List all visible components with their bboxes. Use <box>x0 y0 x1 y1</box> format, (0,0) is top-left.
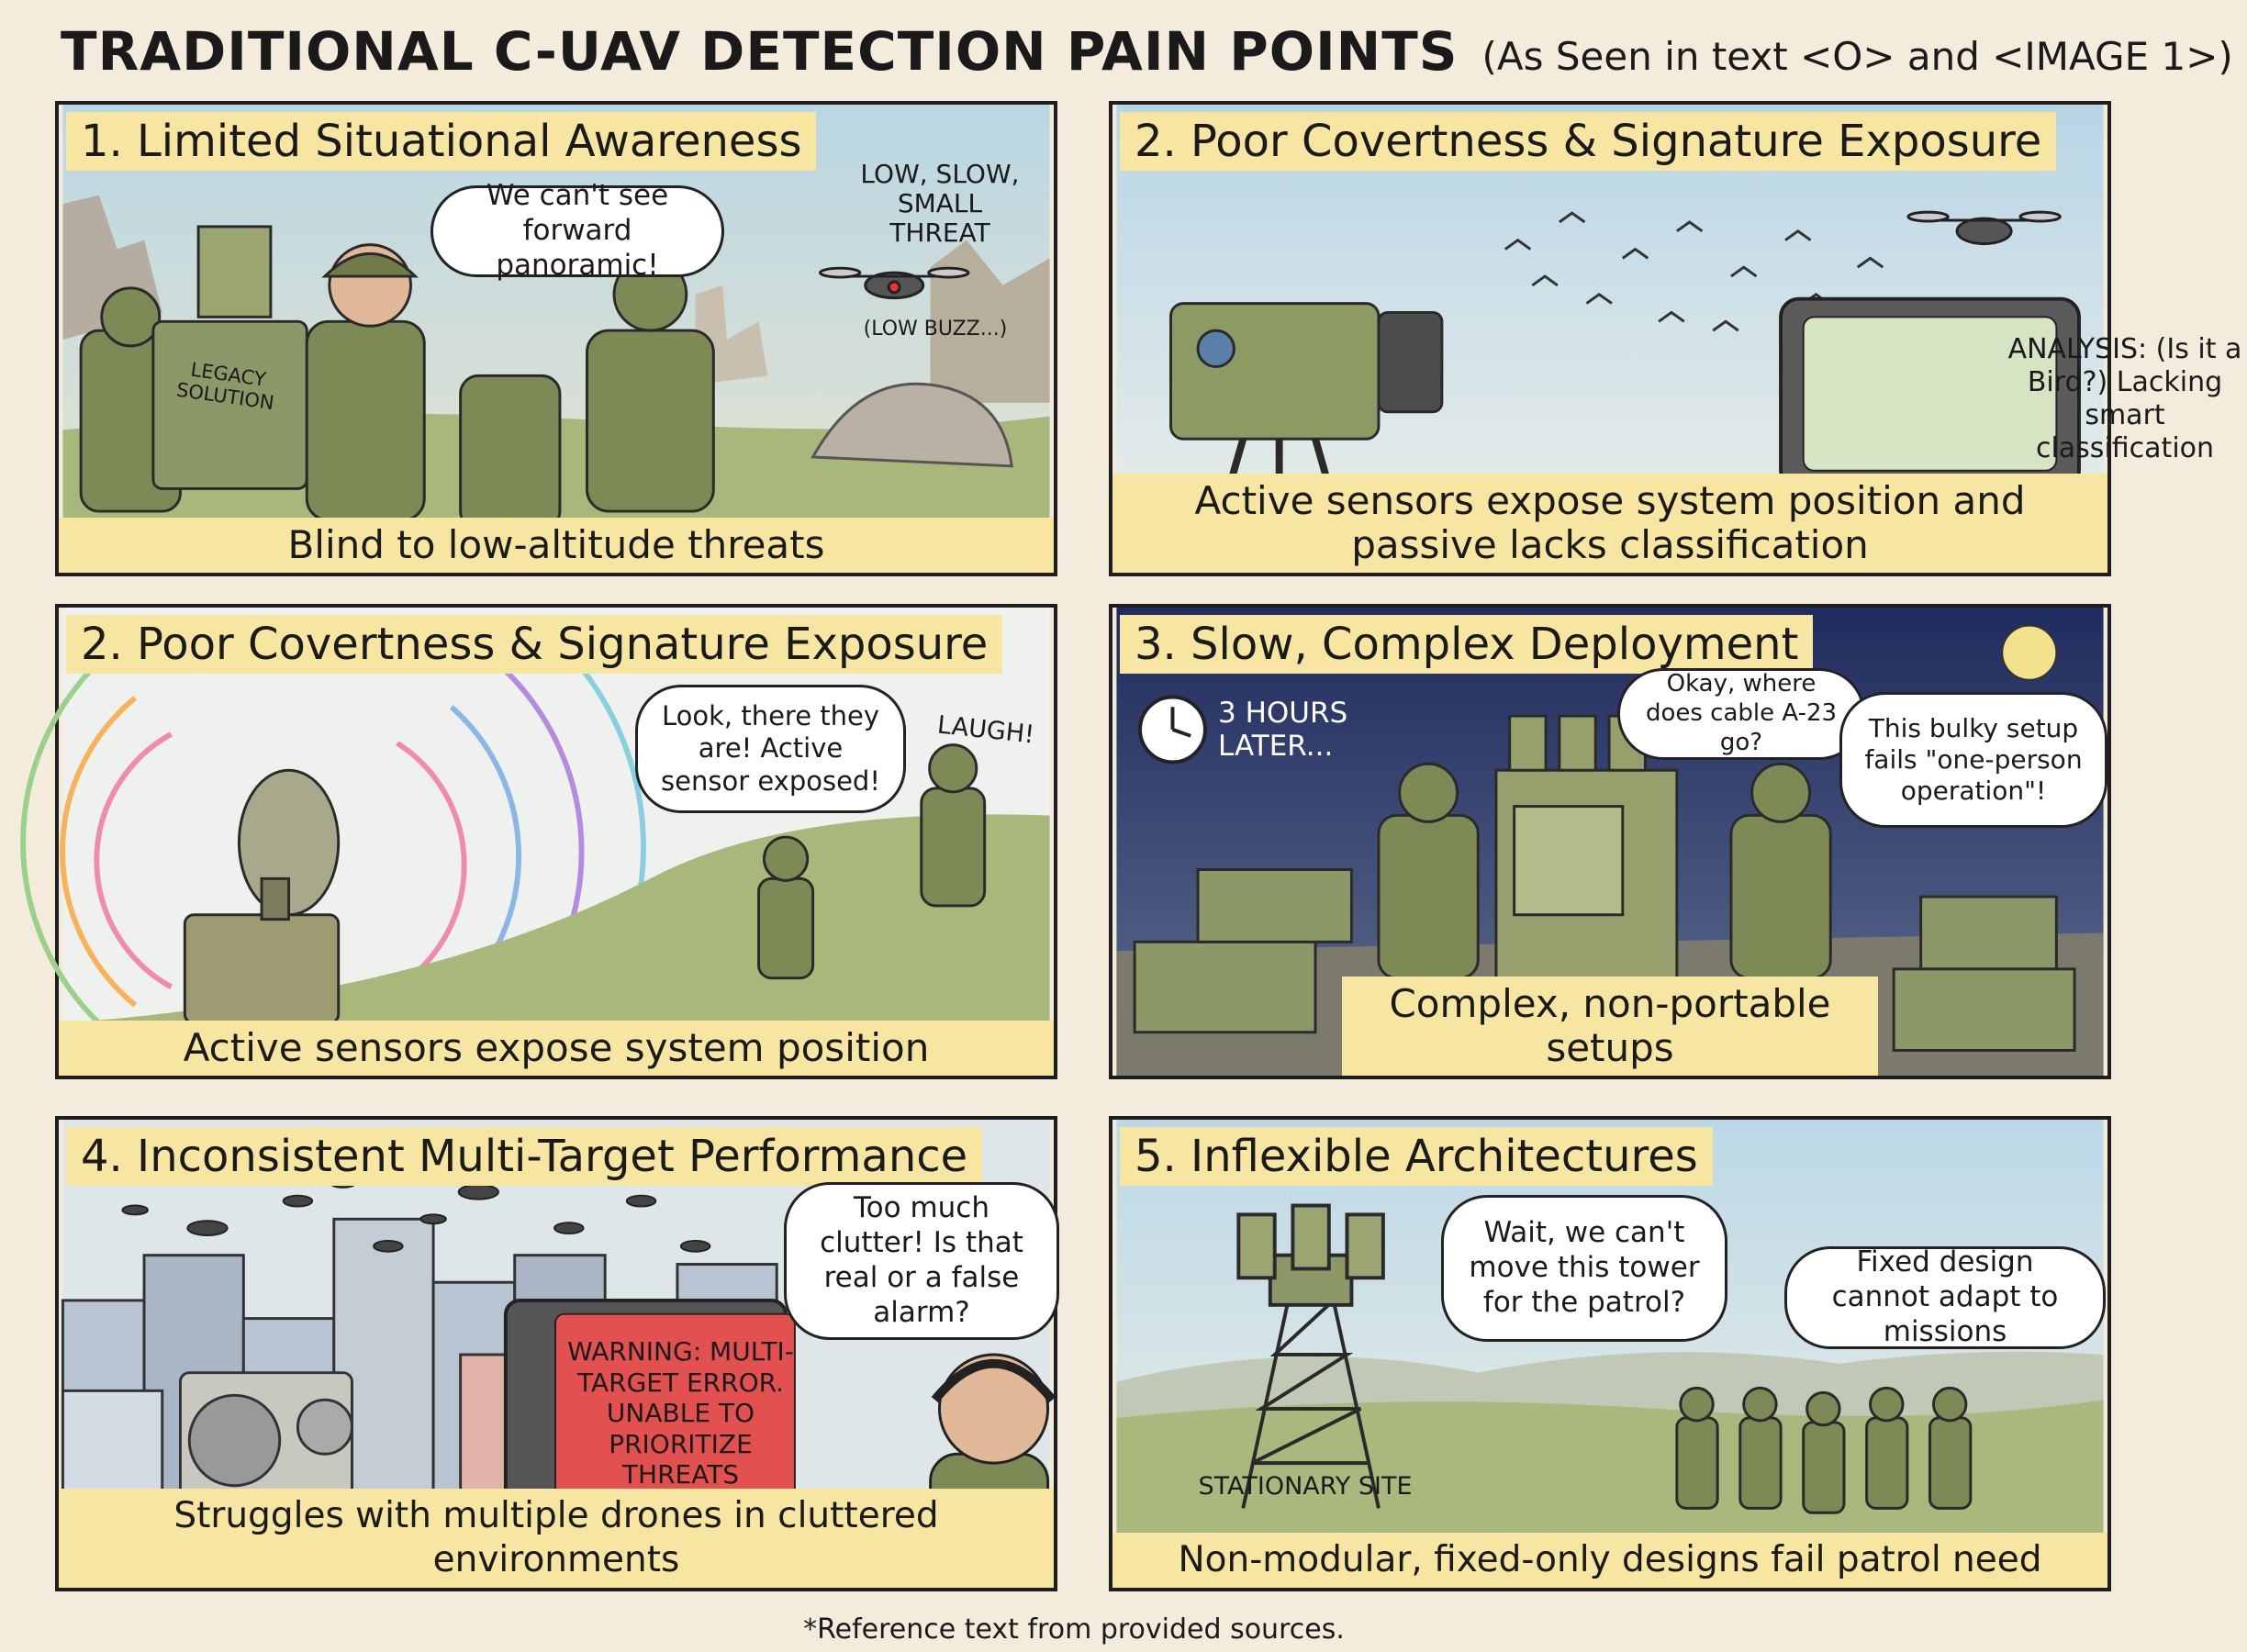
binocular-soldier <box>920 743 987 908</box>
speech-bubble: We can't see forward panoramic! <box>430 179 724 282</box>
panel-situational-awareness: 1. Limited Situational Awareness We can'… <box>55 101 1057 576</box>
panel-2-title: 2. Poor Covertness & Signature Exposure <box>1120 112 2057 171</box>
panel-slow-deployment: 3. Slow, Complex Deployment 3 HOURS LATE… <box>1109 604 2111 1079</box>
speech-bubble: Too much clutter! Is that real or a fals… <box>784 1182 1059 1340</box>
panel-1-caption: Blind to low-altitude threats <box>59 518 1054 573</box>
page-title: TRADITIONAL C-UAV DETECTION PAIN POINTS … <box>61 20 2233 94</box>
panel-covertness-passive: 2. Poor Covertness & Signature Exposure … <box>1109 101 2241 576</box>
legacy-radar-unit <box>178 1371 353 1510</box>
main-title: TRADITIONAL C-UAV DETECTION PAIN POINTS <box>61 20 1459 83</box>
panel-2-caption: Active sensors expose system position an… <box>1112 474 2107 573</box>
birds-flock <box>1504 211 1884 332</box>
panel-3-title: 2. Poor Covertness & Signature Exposure <box>66 615 1003 674</box>
speech-bubble-right: Fixed design cannot adapt to missions <box>1784 1245 2106 1349</box>
panel-4-scene <box>1116 608 2104 1076</box>
speech-bubble: Look, there they are! Active sensor expo… <box>635 685 906 813</box>
threat-label: LOW, SLOW, SMALL THREAT <box>860 159 1020 249</box>
soldier-2 <box>305 243 426 522</box>
time-elapsed-label: 3 HOURS LATER... <box>1218 697 1348 763</box>
equipment-boxes <box>1133 868 2076 1052</box>
drone-icon <box>819 266 970 300</box>
speech-bubble-right: This bulky setup fails "one-person opera… <box>1839 692 2107 828</box>
analysis-screen-text: ANALYSIS: (Is it a Bird?) Lacking smart … <box>2007 333 2242 464</box>
active-radar-sensor <box>183 768 341 1025</box>
stationary-tower <box>1236 1203 1385 1509</box>
speech-bubble-left: Wait, we can't move this tower for the p… <box>1441 1195 1727 1342</box>
panel-4-title: 3. Slow, Complex Deployment <box>1120 615 1814 674</box>
panel-inflexible-architectures: 5. Inflexible Architectures Wait, we can… <box>1109 1116 2111 1591</box>
panel-6-scene <box>1116 1120 2104 1588</box>
panel-3-caption: Active sensors expose system position <box>59 1021 1054 1076</box>
warning-screen-text: WARNING: MULTI-TARGET ERROR. UNABLE TO P… <box>567 1336 794 1490</box>
moon-icon <box>2001 624 2058 681</box>
pointing-soldier <box>757 835 815 980</box>
buzz-sound-label: (LOW BUZZ...) <box>863 318 1008 340</box>
legacy-backpack <box>151 225 308 490</box>
panel-3-scene <box>20 608 1050 1076</box>
soldier-left <box>1377 762 1480 980</box>
speech-bubble-left: Okay, where does cable A-23 go? <box>1617 668 1865 760</box>
soldier-right <box>1729 762 1832 980</box>
stationary-site-label: STATIONARY SITE <box>1198 1472 1413 1501</box>
patrol-soldiers <box>1675 1386 1973 1514</box>
panel-6-caption: Non-modular, fixed-only designs fail pat… <box>1112 1533 2107 1588</box>
panel-5-caption: Struggles with multiple drones in clutte… <box>59 1489 1054 1588</box>
soldier-3 <box>459 256 715 531</box>
panel-4-caption: Complex, non-portable setups <box>1342 977 1878 1076</box>
footnote: *Reference text from provided sources. <box>803 1613 1345 1646</box>
panel-1-title: 1. Limited Situational Awareness <box>66 112 817 171</box>
panel-multi-target: 4. Inconsistent Multi-Target Performance… <box>55 1116 1059 1591</box>
panel-5-title: 4. Inconsistent Multi-Target Performance <box>66 1127 983 1186</box>
panel-6-title: 5. Inflexible Architectures <box>1120 1127 1713 1186</box>
drone-icon <box>1906 210 2062 246</box>
panel-covertness-active: 2. Poor Covertness & Signature Exposure … <box>20 604 1057 1079</box>
title-subtitle: (As Seen in text <O> and <IMAGE 1>) <box>1481 34 2233 79</box>
